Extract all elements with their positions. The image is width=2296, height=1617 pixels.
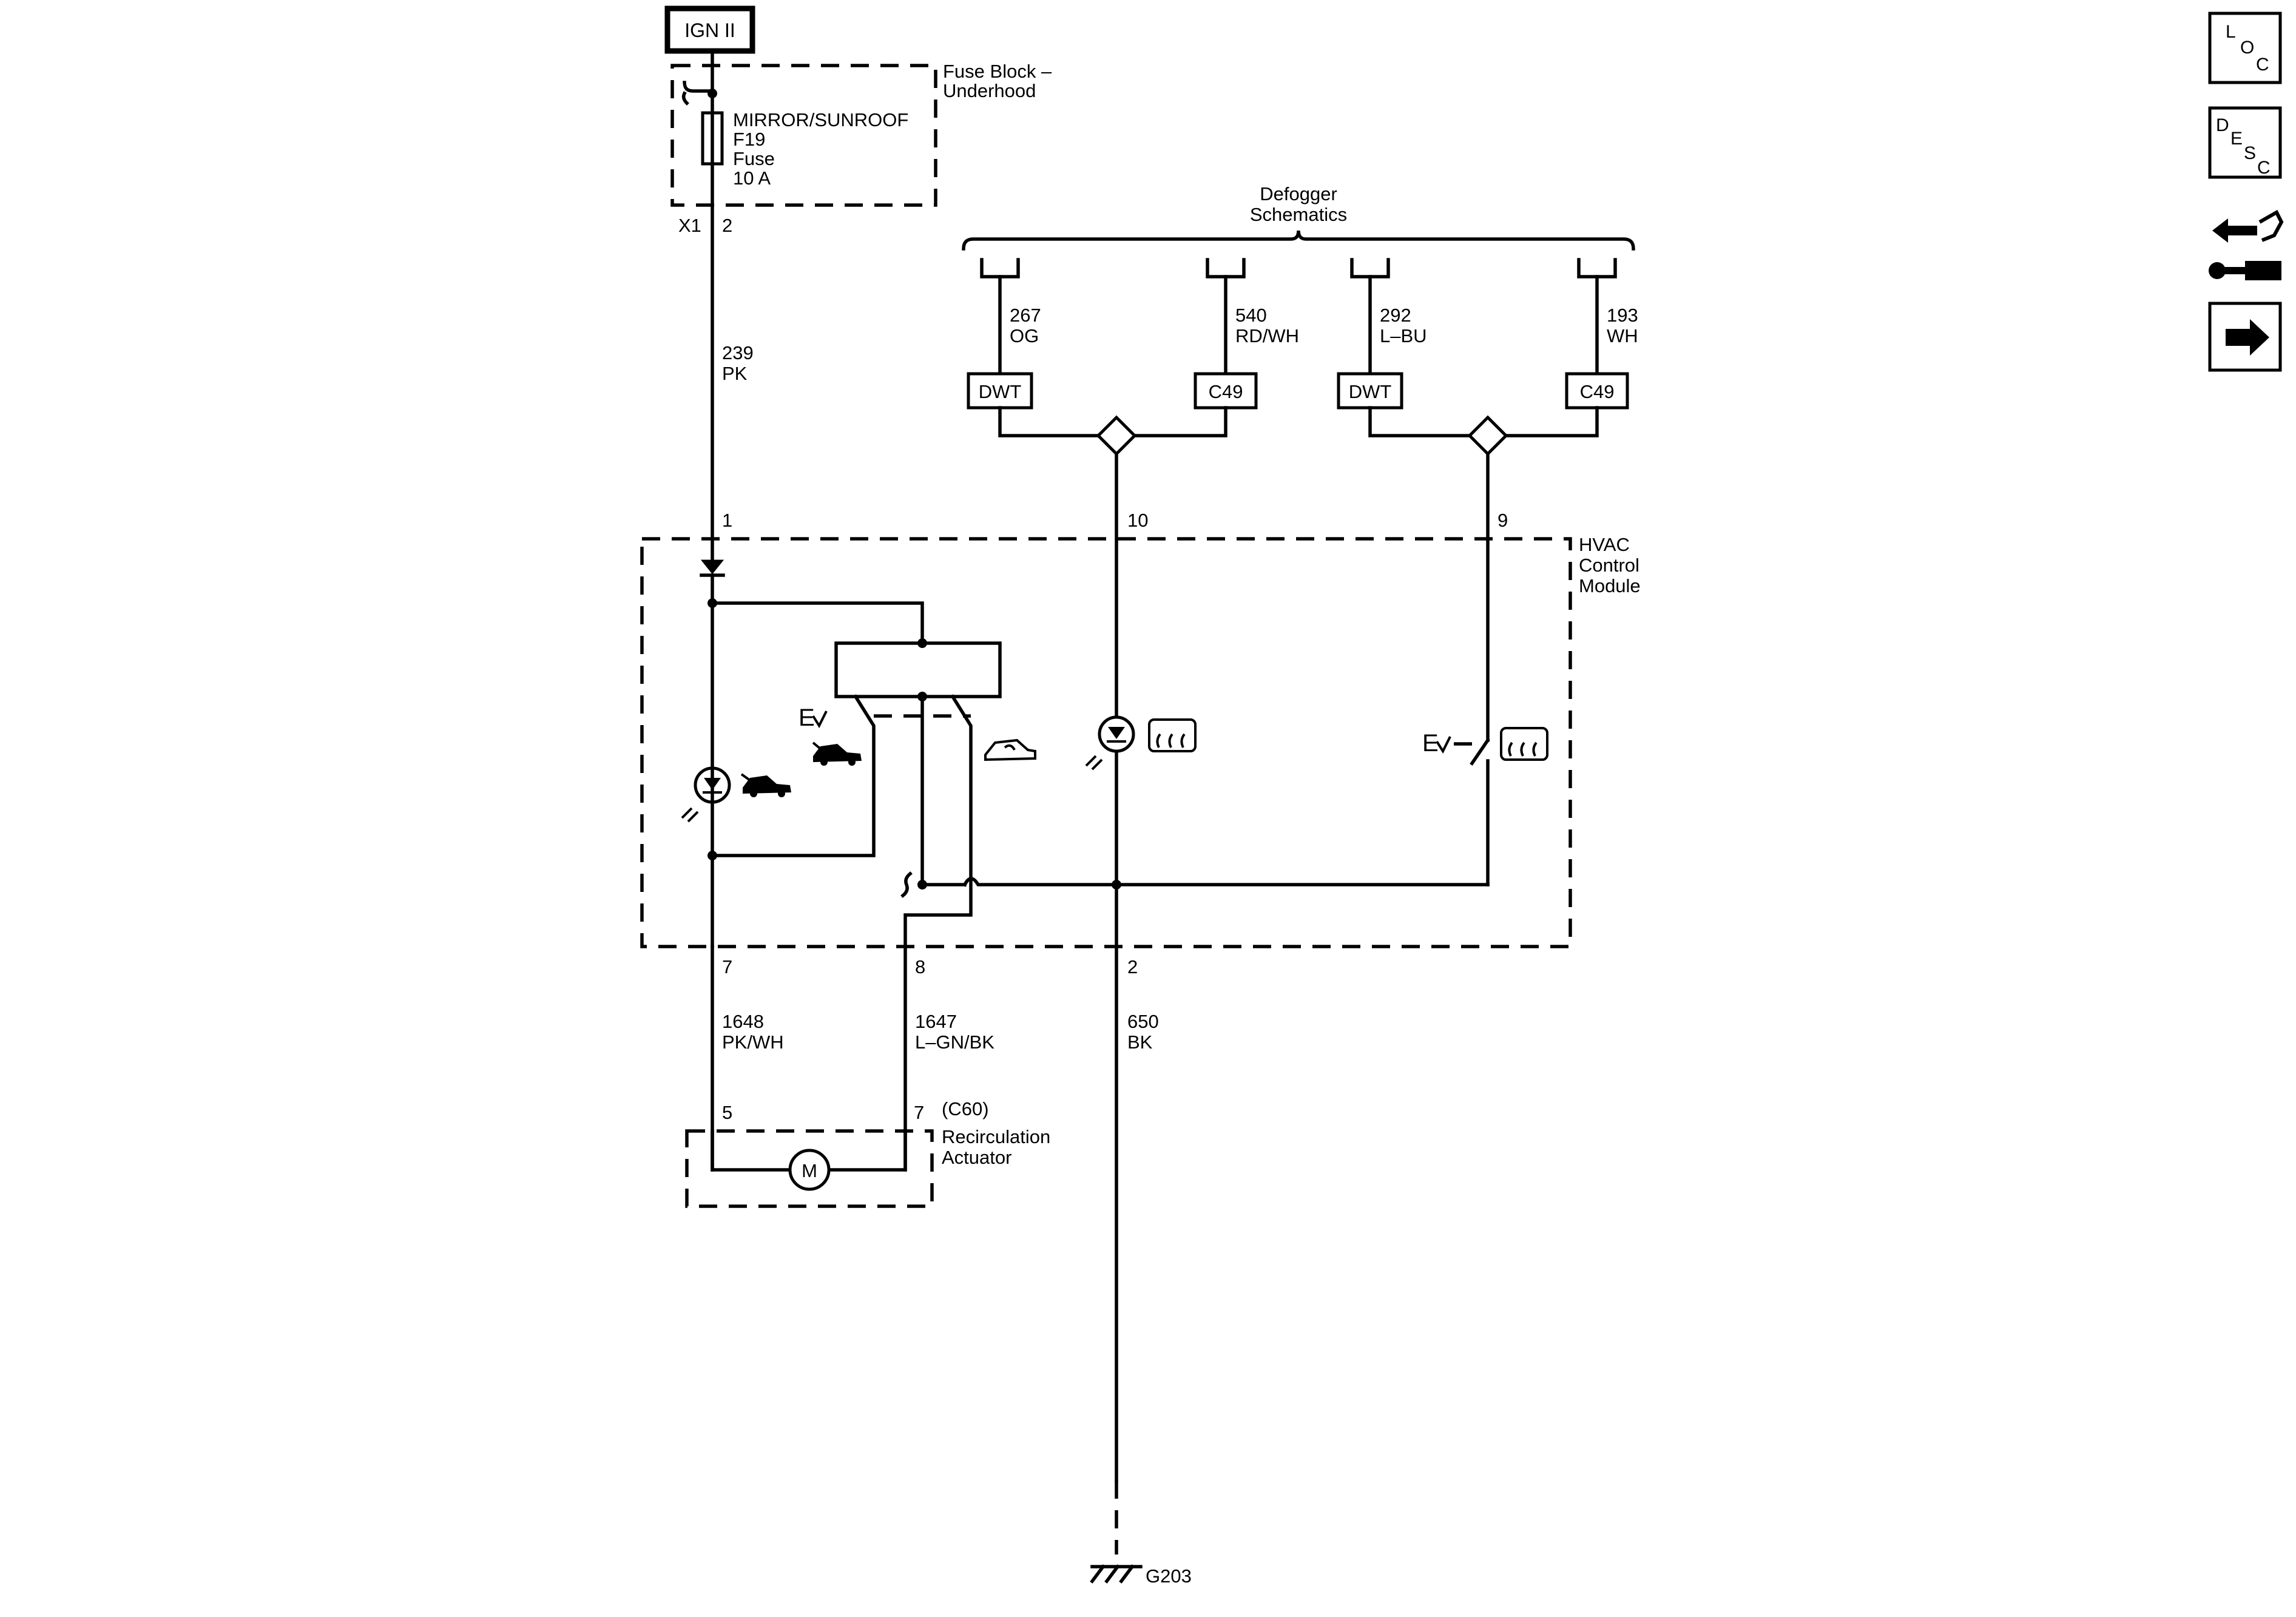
ev-label-1: E xyxy=(799,704,815,731)
ground-g203: G203 xyxy=(1090,1480,1192,1587)
actuator-connector: (C60) xyxy=(942,1098,989,1119)
hvac-pin-7: 7 xyxy=(722,956,732,977)
wire-1647-color: L–GN/BK xyxy=(915,1031,994,1053)
wire-650-circuit: 650 xyxy=(1127,1011,1159,1032)
wire-1648-circuit: 1648 xyxy=(722,1011,764,1032)
wire-267-circuit: 267 xyxy=(1010,305,1041,326)
defogger-connector-2: C49 xyxy=(1209,381,1243,402)
connector-repair-icon xyxy=(2209,209,2284,280)
fuse-block-name-1: Fuse Block – xyxy=(943,61,1052,82)
wire-193-color: WH xyxy=(1607,325,1638,346)
fuse-word: Fuse xyxy=(733,148,775,169)
rear-defrost-icon xyxy=(1148,718,1197,752)
fuse-connector: X1 xyxy=(678,215,701,236)
loc-icon: L O C xyxy=(2226,22,2269,75)
rear-defrost-icon xyxy=(1500,727,1548,761)
ground-label: G203 xyxy=(1146,1565,1192,1587)
wire-1647-circuit: 1647 xyxy=(915,1011,957,1032)
led-icon xyxy=(1085,715,1135,771)
next-button[interactable] xyxy=(2208,302,2282,372)
wire-1648-color: PK/WH xyxy=(722,1031,784,1053)
actuator-pin-5: 5 xyxy=(722,1102,732,1123)
splice-diamond-2 xyxy=(1467,415,1508,456)
desc-icon: D E S C xyxy=(2216,115,2271,178)
desc-button[interactable]: D E S C xyxy=(2208,106,2282,179)
svg-text:S: S xyxy=(2244,143,2256,163)
diode-symbol xyxy=(700,559,724,575)
fuse-rating: 10 A xyxy=(733,167,771,189)
svg-text:C: C xyxy=(2257,158,2271,178)
car-recirculation-icon xyxy=(740,741,862,797)
actuator-name-2: Actuator xyxy=(942,1147,1011,1168)
hvac-name-3: Module xyxy=(1579,575,1641,596)
svg-text:C: C xyxy=(2256,55,2269,75)
recirculation-actuator: 5 7 (C60) Recirculation Actuator M xyxy=(685,1098,1050,1208)
fuse-pin: 2 xyxy=(722,215,732,236)
actuator-pin-7: 7 xyxy=(914,1102,924,1123)
hvac-pin-9: 9 xyxy=(1497,510,1508,531)
wire-540-circuit: 540 xyxy=(1235,305,1267,326)
hvac-pin-10: 10 xyxy=(1127,510,1148,531)
loc-button[interactable]: L O C xyxy=(2208,12,2282,84)
defogger-brace xyxy=(962,230,1635,251)
fuse-block: Fuse Block – Underhood MIRROR/SUNROOF F1… xyxy=(670,49,1052,236)
hvac-pin-8: 8 xyxy=(915,956,925,977)
wire-292-circuit: 292 xyxy=(1380,305,1411,326)
hvac-pin-2: 2 xyxy=(1127,956,1138,977)
ev-label-2: E xyxy=(1422,730,1439,757)
fuse-block-name-2: Underhood xyxy=(943,80,1036,101)
wire-193-circuit: 193 xyxy=(1607,305,1638,326)
led-icon xyxy=(681,766,731,823)
hvac-pin-1: 1 xyxy=(722,510,732,531)
defogger-connector-1: DWT xyxy=(979,381,1022,402)
wire-650-color: BK xyxy=(1127,1031,1153,1053)
defogger-connector-3: DWT xyxy=(1349,381,1392,402)
defogger-title-1: Defogger xyxy=(1260,183,1337,204)
svg-text:O: O xyxy=(2240,38,2254,58)
actuator-name-1: Recirculation xyxy=(942,1126,1050,1147)
svg-text:E: E xyxy=(2230,129,2243,149)
motor-label: M xyxy=(802,1160,817,1181)
defogger-title-2: Schematics xyxy=(1250,204,1347,225)
wire-239-color: PK xyxy=(722,363,748,384)
hvac-name-1: HVAC xyxy=(1579,534,1630,555)
svg-text:D: D xyxy=(2216,115,2229,135)
svg-text:L: L xyxy=(2226,22,2236,42)
car-outline-icon xyxy=(984,738,1036,761)
motor-symbol xyxy=(788,1149,831,1191)
hvac-name-2: Control xyxy=(1579,555,1639,576)
fuse-id: F19 xyxy=(733,129,765,150)
power-source-label: IGN II xyxy=(684,19,735,41)
power-source: IGN II xyxy=(664,5,755,54)
hvac-control-module: HVAC Control Module 1 10 9 7 8 2 E E xyxy=(640,510,1641,977)
defogger-connector-4: C49 xyxy=(1580,381,1615,402)
splice-diamond-1 xyxy=(1096,415,1137,456)
next-arrow-icon xyxy=(2226,319,2269,356)
wire-292-color: L–BU xyxy=(1380,325,1427,346)
wire-267-color: OG xyxy=(1010,325,1039,346)
defogger-schematics: Defogger Schematics 267 OG DWT 540 RD/WH… xyxy=(962,183,1638,1482)
fuse-circuit: MIRROR/SUNROOF xyxy=(733,109,908,130)
connector-repair-button[interactable] xyxy=(2204,198,2286,283)
wire-239-circuit: 239 xyxy=(722,342,754,363)
wire-540-color: RD/WH xyxy=(1235,325,1299,346)
